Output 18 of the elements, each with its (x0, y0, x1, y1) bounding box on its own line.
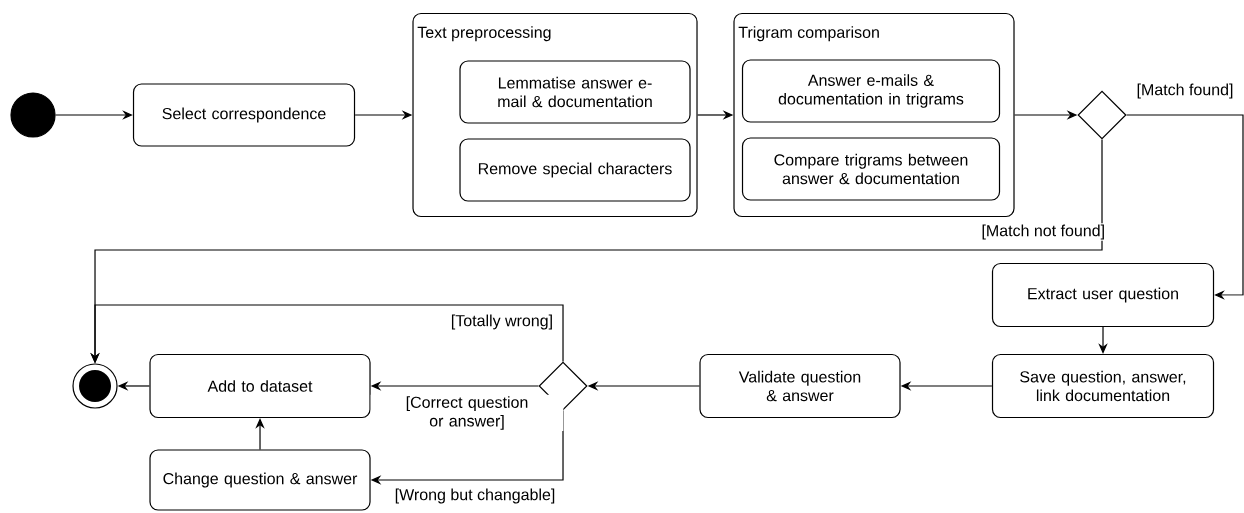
arrow (1126, 114, 1244, 300)
end-node (72, 363, 118, 409)
activity-box: Lemmatise answer e-mail & documentation (459, 60, 691, 124)
activity-box: Validate question & answer (699, 353, 901, 419)
activity-box: Select correspondence (132, 83, 356, 147)
activity-box: Remove special characters (459, 138, 691, 202)
activity-box: Extract user question (991, 262, 1215, 328)
edge-label: [Totally wrong] (449, 313, 555, 331)
edge-label: [Match not found] (980, 223, 1107, 241)
activity-box: Save question, answer, link documentation (991, 353, 1215, 419)
edge-label: [Match found] (1135, 82, 1235, 100)
activity-box: Add to dataset (149, 353, 371, 419)
activity-box: Answer e-mails & documentation in trigrams (741, 59, 1001, 123)
activity-box: Change question & answer (149, 449, 371, 511)
edge-label: [Wrong but changable] (393, 487, 557, 505)
activity-box: Compare trigrams between answer & documentation (741, 137, 1001, 201)
start-node (10, 92, 56, 138)
decision-diamond (1077, 90, 1127, 140)
